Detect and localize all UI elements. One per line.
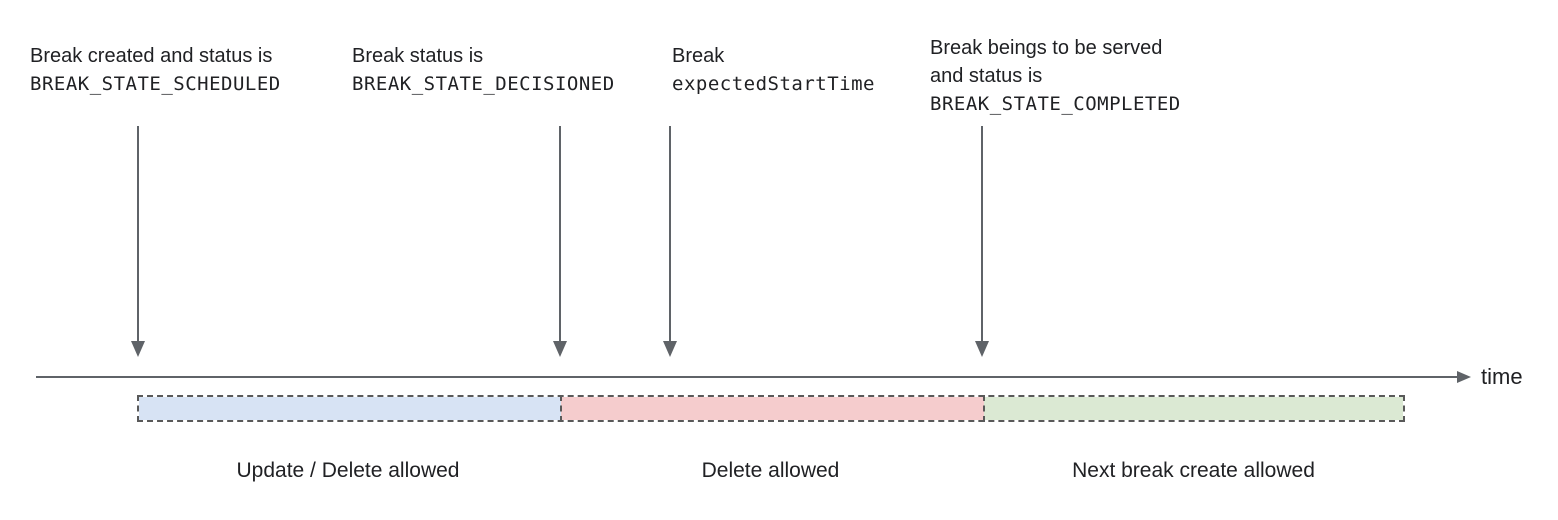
segment-label-delete-allowed: Delete allowed — [701, 459, 840, 482]
segment-next-break-create-allowed — [984, 397, 1403, 420]
event-arrow-completed — [975, 126, 989, 357]
annotation-code-text: expectedStartTime — [672, 73, 875, 95]
segment-label-next-break-create-allowed: Next break create allowed — [1072, 459, 1315, 482]
segment-label-update-delete-allowed: Update / Delete allowed — [236, 459, 460, 482]
segment-divider — [560, 395, 562, 422]
annotation-code-text: BREAK_STATE_SCHEDULED — [30, 73, 281, 95]
segment-divider — [983, 395, 985, 422]
event-arrow-decisioned — [553, 126, 567, 357]
annotation-completed: Break beings to be served and status is … — [930, 34, 1181, 118]
segment-delete-allowed — [561, 397, 984, 420]
annotation-expected-start-time: Break expectedStartTime — [672, 42, 875, 98]
annotation-scheduled: Break created and status is BREAK_STATE_… — [30, 42, 281, 98]
annotation-decisioned: Break status is BREAK_STATE_DECISIONED — [352, 42, 615, 98]
annotation-code-text: BREAK_STATE_COMPLETED — [930, 93, 1181, 115]
time-axis-label: time — [1481, 364, 1523, 389]
time-axis-line — [36, 371, 1471, 383]
annotation-text: and status is — [930, 65, 1043, 87]
annotation-text: Break beings to be served — [930, 37, 1163, 59]
annotation-text: Break — [672, 45, 725, 67]
event-arrow-expected-start-time — [663, 126, 677, 357]
event-arrow-scheduled — [131, 126, 145, 357]
annotation-code-text: BREAK_STATE_DECISIONED — [352, 73, 615, 95]
annotation-text: Break status is — [352, 45, 484, 67]
state-interval-bar — [137, 395, 1405, 422]
annotation-text: Break created and status is — [30, 45, 273, 67]
segment-update-delete-allowed — [139, 397, 561, 420]
